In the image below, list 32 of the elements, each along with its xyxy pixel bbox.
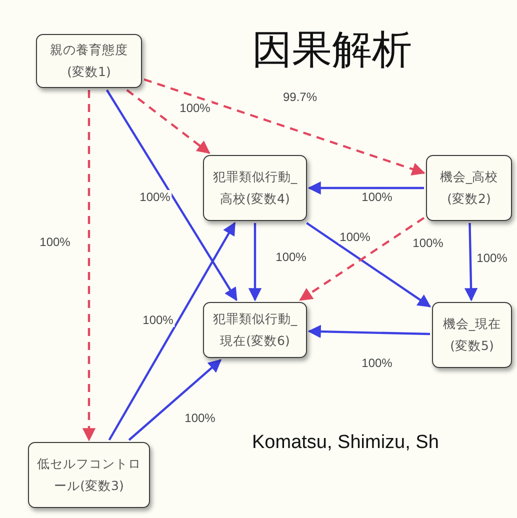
variable-box: 犯罪類似行動_高校(変数4) xyxy=(203,155,307,221)
edge-label: 100% xyxy=(360,190,394,204)
edge-label: 100% xyxy=(178,101,212,115)
arrow xyxy=(464,222,478,302)
edge-label: 100% xyxy=(274,250,308,264)
variable-box: 低セルフコントロール(変数3) xyxy=(28,442,150,508)
edge-label: 100% xyxy=(138,190,172,204)
arrow xyxy=(248,223,262,302)
edge-label: 99.7% xyxy=(282,90,318,104)
edge-label: 100% xyxy=(38,235,72,249)
arrow xyxy=(306,222,432,308)
arrow xyxy=(106,89,238,302)
variable-box: 機会_現在(変数5) xyxy=(432,302,512,368)
variable-box: 親の養育態度(変数1) xyxy=(36,34,142,88)
arrow xyxy=(308,324,430,338)
author-note: Komatsu, Shimizu, Sh xyxy=(252,432,439,454)
edge-label: 100% xyxy=(338,230,372,244)
arrow xyxy=(299,216,425,301)
edge-label: 100% xyxy=(476,251,508,265)
arrow xyxy=(128,359,222,441)
arrow xyxy=(308,181,424,195)
arrow xyxy=(126,89,210,154)
arrow xyxy=(82,90,96,442)
variable-box: 犯罪類似行動_現在(変数6) xyxy=(203,302,307,358)
edge-label: 100% xyxy=(142,313,174,327)
edge-label: 100% xyxy=(360,356,394,370)
arrow xyxy=(108,222,236,441)
edge-label: 100% xyxy=(184,411,216,425)
title: 因果解析 xyxy=(252,26,412,75)
edge-label: 100% xyxy=(412,236,444,250)
variable-box: 機会_高校(変数2) xyxy=(426,155,512,221)
arrow xyxy=(144,78,426,176)
